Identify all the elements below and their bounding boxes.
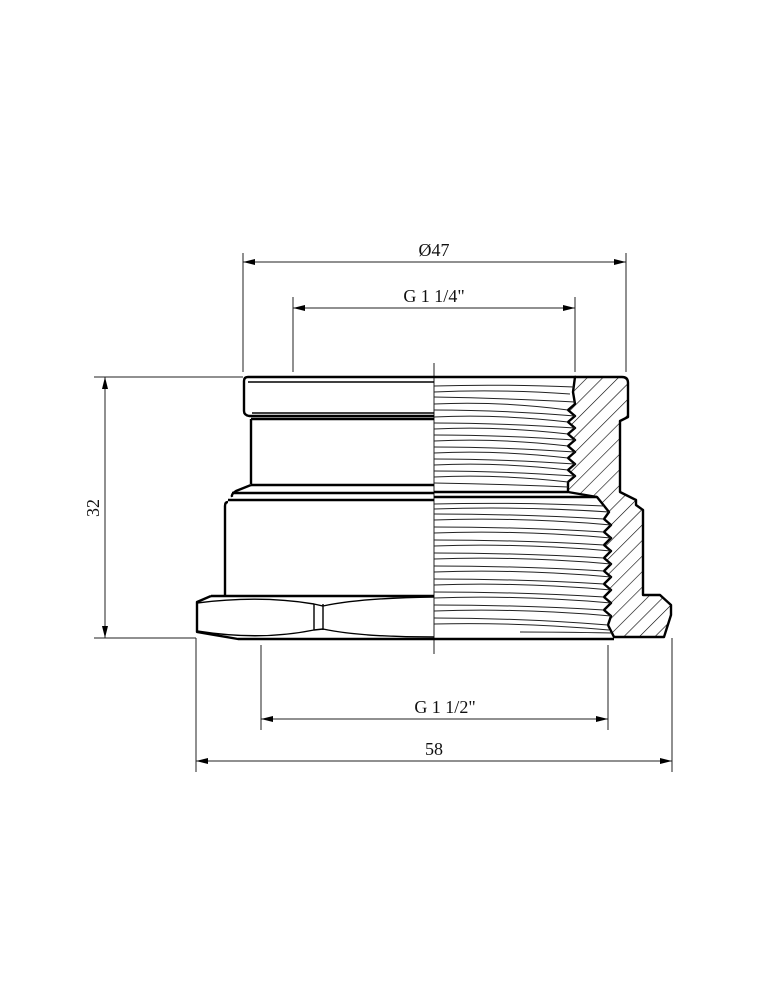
- dimension-outer-diameter: Ø47: [242, 240, 627, 372]
- upper-internal-thread: [433, 384, 576, 488]
- section-view: [433, 375, 673, 641]
- section-hatching: [568, 377, 671, 637]
- dimension-label-height: 32: [83, 499, 103, 517]
- dimension-overall-width: 58: [195, 638, 673, 772]
- top-collar-outline: [242, 375, 434, 418]
- section-outline: [566, 375, 673, 639]
- hex-nut-upper-curve: [196, 596, 435, 607]
- dimension-bottom-thread: G 1 1/2": [260, 645, 609, 730]
- hex-nut-outline: [195, 594, 434, 641]
- dimension-label-overall-width: 58: [425, 739, 443, 759]
- lower-internal-thread: [433, 502, 613, 634]
- hex-nut-lower-curve: [196, 628, 435, 638]
- exterior-view: [195, 375, 435, 641]
- body-left-outline: [223, 500, 229, 596]
- dimension-label-bottom-thread: G 1 1/2": [414, 697, 475, 717]
- dimension-label-outer-diameter: Ø47: [419, 240, 450, 260]
- dimension-top-thread: G 1 1/4": [292, 286, 576, 372]
- dimension-height: 32: [83, 376, 243, 639]
- dimension-label-top-thread: G 1 1/4": [403, 286, 464, 306]
- shoulder-chamfer: [230, 483, 252, 498]
